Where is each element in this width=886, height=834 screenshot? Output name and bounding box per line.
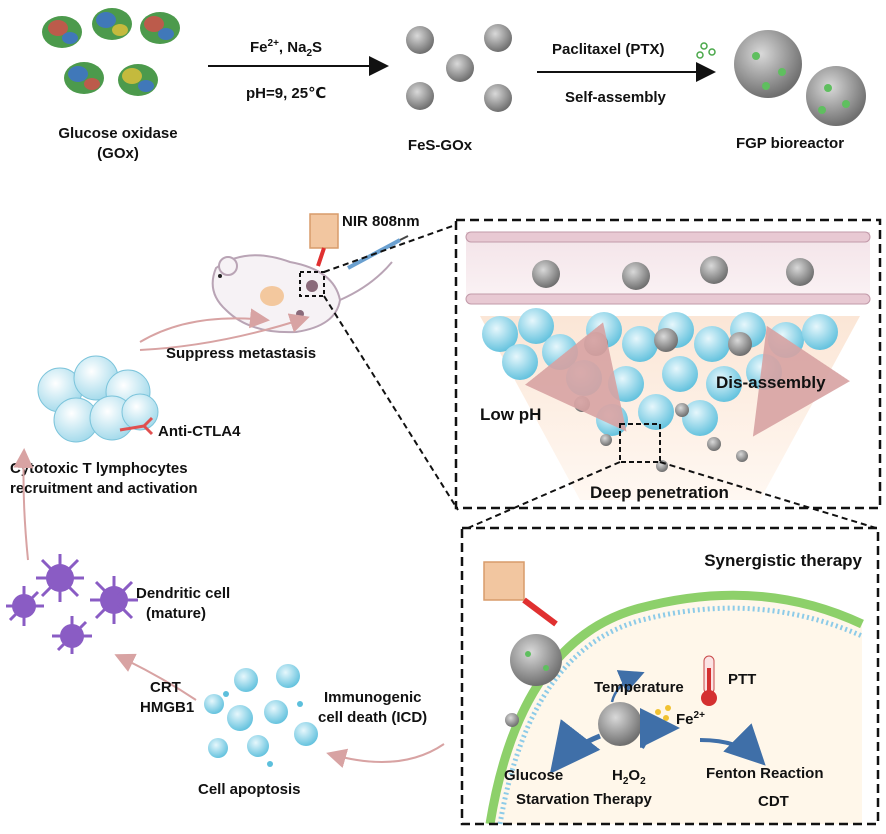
- vessel-wall-bottom: [465, 293, 871, 305]
- t-cell-cluster: [37, 355, 159, 443]
- suppress-arrow: [139, 308, 270, 343]
- disassembly-arrow: [752, 325, 850, 437]
- cell-membrane-outer: [485, 590, 864, 825]
- vessel-wall-top: [465, 231, 871, 243]
- anti-ctla4-label: Anti-CTLA4: [158, 423, 241, 440]
- icd-label-line2: cell death (ICD): [318, 709, 427, 726]
- nir-laser-device: [309, 213, 339, 267]
- crt-label: CRT: [150, 679, 181, 696]
- gox-label-line2: (GOx): [97, 145, 139, 162]
- mouse-illustration: [211, 254, 393, 334]
- temperature-label: Temperature: [594, 679, 684, 696]
- fgp-entering-particle: [510, 634, 562, 686]
- ptt-label: PTT: [728, 671, 756, 688]
- zoom-line-therapy-right: [659, 461, 877, 529]
- dendritic-label-line2: (mature): [146, 605, 206, 622]
- therapy-laser-device: [483, 561, 558, 627]
- syringe-icon: [347, 235, 409, 270]
- gox-label-line1: Glucose oxidase: [58, 125, 177, 142]
- fesgox-label: FeS-GOx: [408, 137, 473, 154]
- gox-protein-group: [42, 8, 180, 96]
- dendritic-cell-icon: [6, 586, 44, 626]
- antibody-icon: [119, 416, 154, 436]
- tumor-focus-box: [299, 271, 325, 297]
- thermometer-icon: [701, 655, 717, 706]
- temperature-arrow: [610, 670, 645, 703]
- ctl-label-line1: Cytotoxic T lymphocytes: [10, 460, 188, 477]
- h2o2-label: H2O2: [612, 767, 646, 787]
- fgp-label: FGP bioreactor: [736, 135, 844, 152]
- gox-protein-icon: [42, 16, 82, 48]
- cell-membrane-inner: [497, 605, 864, 825]
- dendritic-cell-icon: [90, 576, 138, 624]
- gox-protein-icon: [118, 64, 158, 96]
- ctl-label-line2: recruitment and activation: [10, 480, 198, 497]
- therapy-panel-border: [460, 526, 880, 826]
- suppress-arrow-2: [139, 313, 310, 351]
- zoom-line-top: [323, 223, 459, 273]
- fesgox-particles: [406, 24, 512, 112]
- starvation-label: Starvation Therapy: [516, 791, 653, 808]
- nir-label: NIR 808nm: [342, 213, 420, 230]
- glucose-arrow: [549, 719, 601, 774]
- apoptosis-label: Cell apoptosis: [198, 781, 301, 798]
- central-nanoparticle: [598, 702, 642, 746]
- vessel-nanoparticles: [532, 256, 814, 290]
- therapy-panel: [462, 528, 878, 825]
- gox-protein-icon: [92, 8, 132, 40]
- fenton-label: Fenton Reaction: [706, 765, 824, 782]
- fe-label: Fe2+: [676, 710, 705, 728]
- zoom-line-bottom: [323, 295, 459, 511]
- gox-protein-icon: [140, 12, 180, 44]
- h2o2-arrow: [639, 708, 680, 749]
- apoptosis-to-dc-arrow: [114, 653, 197, 701]
- fgp-bioreactor-particles: [734, 30, 866, 126]
- suppress-label: Suppress metastasis: [166, 345, 316, 362]
- apoptotic-cells-group: [204, 664, 318, 767]
- deep-penetration-label: Deep penetration: [590, 483, 729, 502]
- ptx-dots-icon: [696, 42, 716, 59]
- step1-conditions: pH=9, 25℃: [246, 85, 326, 102]
- fenton-arrow: [699, 723, 766, 766]
- dendritic-label-line1: Dendritic cell: [136, 585, 230, 602]
- step2-process: Self-assembly: [565, 89, 667, 106]
- disassembly-label: Dis-assembly: [716, 373, 826, 392]
- dendritic-cell-icon: [36, 554, 84, 602]
- tumor-panel: [456, 220, 880, 508]
- step2-reagent: Paclitaxel (PTX): [552, 41, 665, 58]
- step1-reagents: Fe2+, Na2S: [250, 38, 322, 59]
- hmgb1-label: HMGB1: [140, 699, 194, 716]
- glucose-label: Glucose: [504, 767, 563, 784]
- dc-to-ctl-arrow: [13, 448, 34, 561]
- dendritic-cell-icon: [52, 616, 92, 654]
- low-ph-arrow: [524, 322, 627, 432]
- small-nanoparticle: [505, 713, 519, 727]
- zoom-line-therapy-left: [467, 461, 621, 529]
- low-ph-label: Low pH: [480, 405, 541, 424]
- therapy-to-apoptosis-arrow: [326, 743, 445, 769]
- therapy-title: Synergistic therapy: [704, 551, 862, 570]
- tumor-panel-border: [454, 218, 882, 510]
- penetration-focus-box: [619, 423, 661, 463]
- gox-protein-icon: [64, 62, 104, 94]
- icd-label-line1: Immunogenic: [324, 689, 422, 706]
- dendritic-cells-group: [6, 554, 138, 654]
- cdt-label: CDT: [758, 793, 789, 810]
